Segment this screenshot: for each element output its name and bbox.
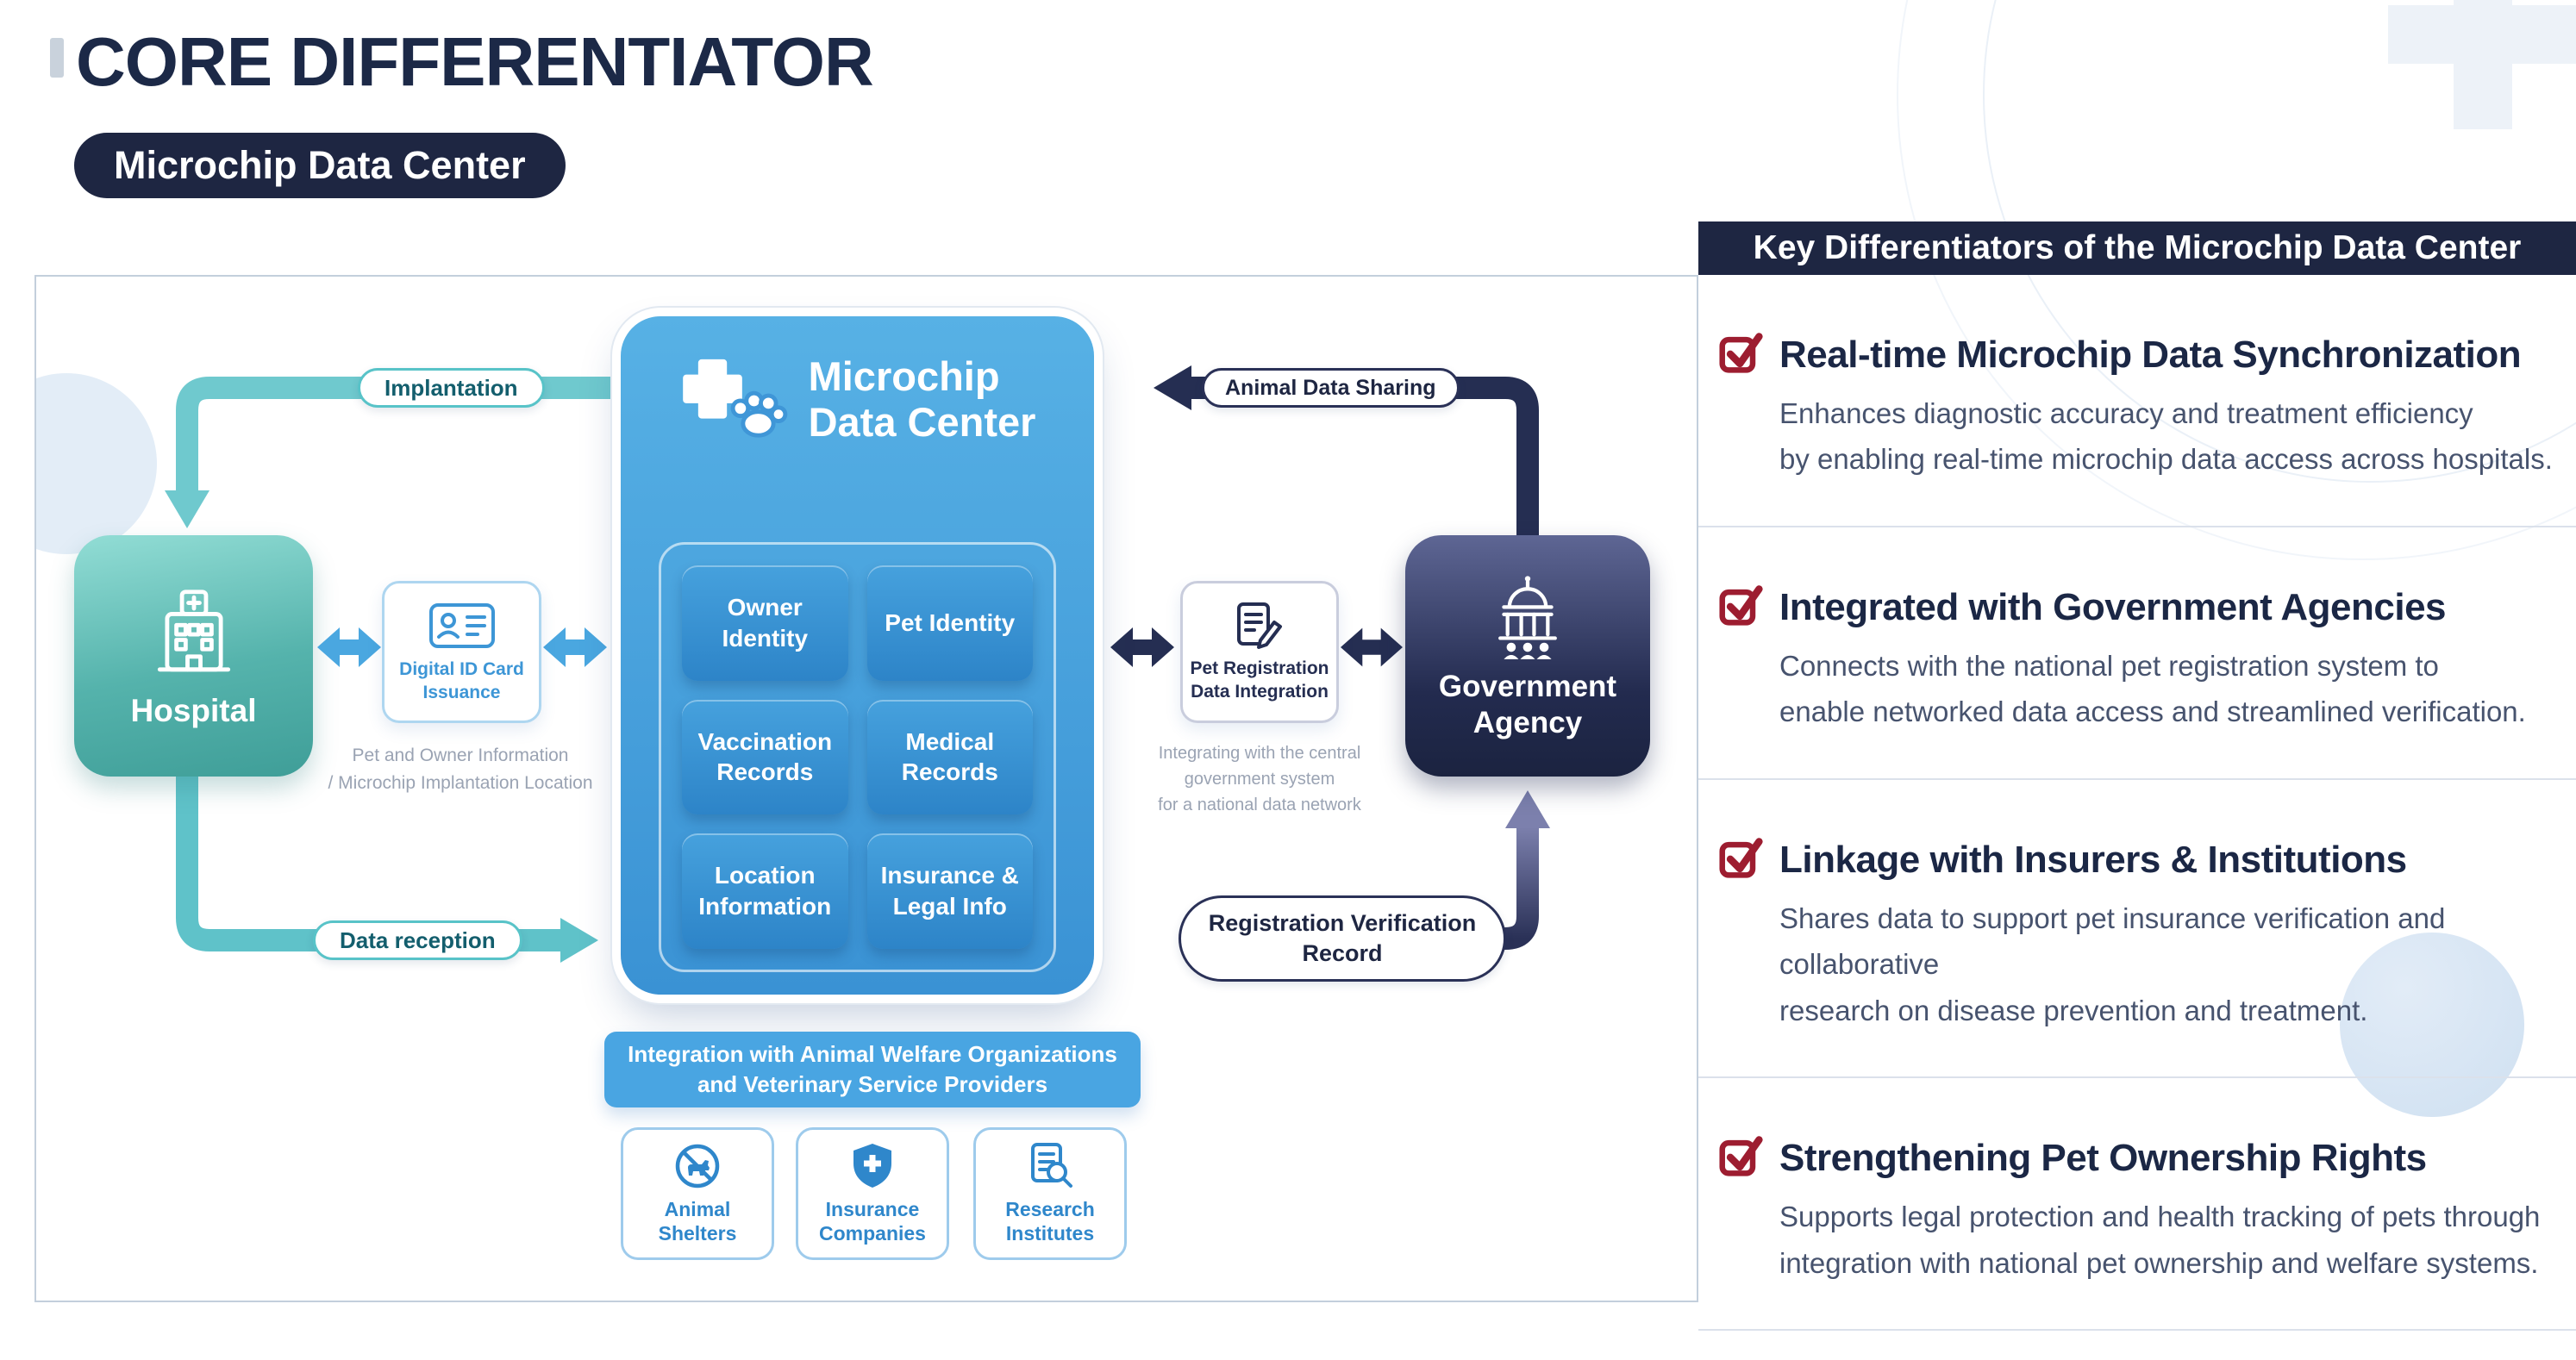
partner-label: Animal Shelters xyxy=(658,1198,737,1245)
key-differentiator-item: Integrated with Government Agencies Conn… xyxy=(1698,527,2576,780)
digital-id-card-label: Digital ID Card Issuance xyxy=(399,659,524,702)
id-card-icon xyxy=(428,603,495,649)
key-differentiator-item: Real-time Microchip Data Synchronization… xyxy=(1698,275,2576,527)
cross-and-pet-icon xyxy=(682,359,787,438)
data-center-header: Microchip Data Center xyxy=(621,353,1094,445)
differentiator-title: Real-time Microchip Data Synchronization xyxy=(1779,334,2522,376)
data-center-title: Microchip Data Center xyxy=(808,353,1036,445)
integration-banner: Integration with Animal Welfare Organiza… xyxy=(604,1032,1141,1107)
document-pencil-icon xyxy=(1237,602,1282,650)
bidirectional-arrow-icon xyxy=(1110,627,1174,667)
differentiator-description: Shares data to support pet insurance ver… xyxy=(1779,901,2446,1026)
animal-data-sharing-pill: Animal Data Sharing xyxy=(1202,368,1460,408)
module-insurance-legal-info: Insurance & Legal Info xyxy=(866,833,1033,949)
up-arrowhead-icon xyxy=(1505,790,1550,828)
partner-animal-shelters: Animal Shelters xyxy=(621,1127,774,1260)
partner-label: Research Institutes xyxy=(1005,1198,1095,1245)
differentiator-title: Linkage with Insurers & Institutions xyxy=(1779,838,2407,881)
microchip-data-center-node: Microchip Data Center Owner Identity Pet… xyxy=(621,316,1094,995)
checkbox-check-icon xyxy=(1719,333,1763,373)
document-search-icon xyxy=(1031,1143,1072,1188)
circle-decoration xyxy=(2340,933,2524,1117)
module-owner-identity: Owner Identity xyxy=(682,565,848,681)
checkbox-check-icon xyxy=(1719,838,1763,878)
no-animals-icon xyxy=(675,1145,720,1188)
differentiator-title: Strengthening Pet Ownership Rights xyxy=(1779,1137,2427,1180)
shield-cross-icon xyxy=(853,1144,891,1188)
title-accent-mark xyxy=(50,38,64,78)
key-differentiator-item: Strengthening Pet Ownership Rights Suppo… xyxy=(1698,1078,2576,1332)
checkbox-check-icon xyxy=(1719,1136,1763,1176)
animal-data-sharing-flow-line xyxy=(1190,377,1539,544)
differentiator-description: Supports legal protection and health tra… xyxy=(1779,1201,2541,1279)
module-vaccination-records: Vaccination Records xyxy=(682,699,848,815)
differentiator-description: Enhances diagnostic accuracy and treatme… xyxy=(1779,397,2553,476)
differentiator-description: Connects with the national pet registrat… xyxy=(1779,649,2526,728)
implantation-flow-line xyxy=(176,377,621,492)
module-medical-records: Medical Records xyxy=(866,699,1033,815)
key-differentiator-item: Linkage with Insurers & Institutions Sha… xyxy=(1698,780,2576,1079)
partner-label: Insurance Companies xyxy=(819,1198,926,1245)
hospital-node: Hospital xyxy=(74,535,313,777)
left-arrowhead-icon xyxy=(1154,365,1191,410)
subtitle-badge: Microchip Data Center xyxy=(74,133,566,198)
diagram-panel: Hospital Digital ID Card Issuance xyxy=(34,275,1698,1302)
differentiator-title: Integrated with Government Agencies xyxy=(1779,585,2447,628)
bidirectional-arrow-icon xyxy=(543,627,607,667)
pet-registration-node: Pet Registration Data Integration xyxy=(1180,581,1339,723)
flow-arrows xyxy=(165,365,1550,963)
bidirectional-arrow-icon xyxy=(317,627,381,667)
government-building-icon xyxy=(1498,576,1557,659)
bidirectional-arrow-icon xyxy=(1341,627,1403,667)
page-title: CORE DIFFERENTIATOR xyxy=(76,23,874,100)
partner-research-institutes: Research Institutes xyxy=(973,1127,1127,1260)
pet-registration-caption: Integrating with the central government … xyxy=(1158,744,1361,814)
id-card-caption: Pet and Owner Information / Microchip Im… xyxy=(328,746,593,793)
key-differentiators-header: Key Differentiators of the Microchip Dat… xyxy=(1698,221,2576,275)
module-pet-identity: Pet Identity xyxy=(866,565,1033,681)
module-location-information: Location Information xyxy=(682,833,848,949)
checkbox-check-icon xyxy=(1719,585,1763,626)
registration-verification-pill: Registration Verification Record xyxy=(1179,895,1506,982)
data-reception-pill: Data reception xyxy=(313,920,522,960)
data-center-modules: Owner Identity Pet Identity Vaccination … xyxy=(659,542,1056,972)
implantation-pill: Implantation xyxy=(358,368,545,408)
data-reception-flow-line xyxy=(176,759,562,951)
right-arrowhead-icon xyxy=(560,918,598,963)
hospital-label: Hospital xyxy=(130,693,257,728)
down-arrowhead-icon xyxy=(165,490,209,528)
pet-registration-label: Pet Registration Data Integration xyxy=(1190,658,1329,702)
partner-insurance-companies: Insurance Companies xyxy=(796,1127,949,1260)
digital-id-card-node: Digital ID Card Issuance xyxy=(382,581,541,723)
key-differentiators-list: Real-time Microchip Data Synchronization… xyxy=(1698,275,2576,1332)
hospital-icon xyxy=(157,590,230,672)
government-agency-node: Government Agency xyxy=(1405,535,1650,777)
government-agency-label: Government Agency xyxy=(1438,670,1617,739)
